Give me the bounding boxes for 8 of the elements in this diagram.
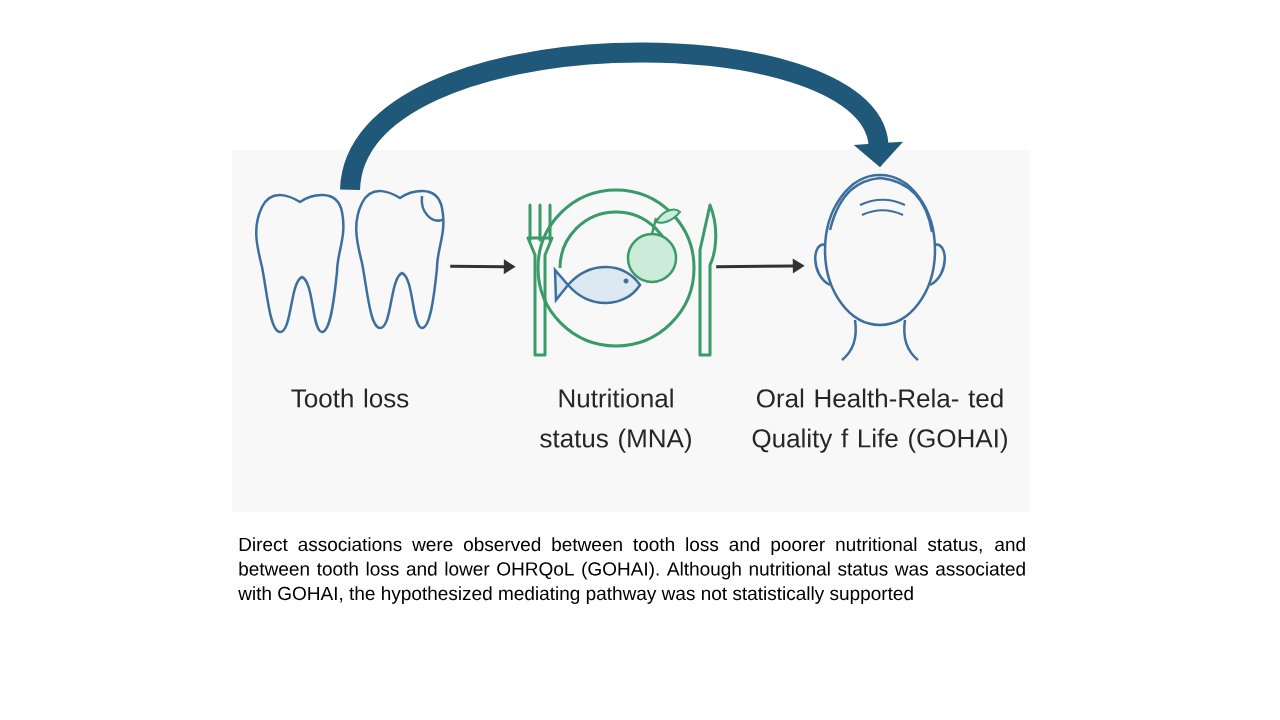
plate-drawing [526, 188, 718, 357]
face-drawing [814, 173, 946, 361]
caption-text: Direct associations were observed between tooth loss and poorer nutritional status, and between tooth loss and lower OHRQoL (GOHAI). Although nutritional status was associated with GOHAI, the hypothesized mediating pathway was not statistically supported [238, 537, 1025, 604]
tooth-drawing [255, 189, 445, 334]
node-label: Tooth loss [291, 388, 409, 408]
arrow [340, 43, 904, 193]
node-label: Nutritional status (MNA) [540, 388, 691, 453]
node-label: Oral Health-Rela- ted Quality f Life (GOHAI) [752, 388, 1007, 453]
